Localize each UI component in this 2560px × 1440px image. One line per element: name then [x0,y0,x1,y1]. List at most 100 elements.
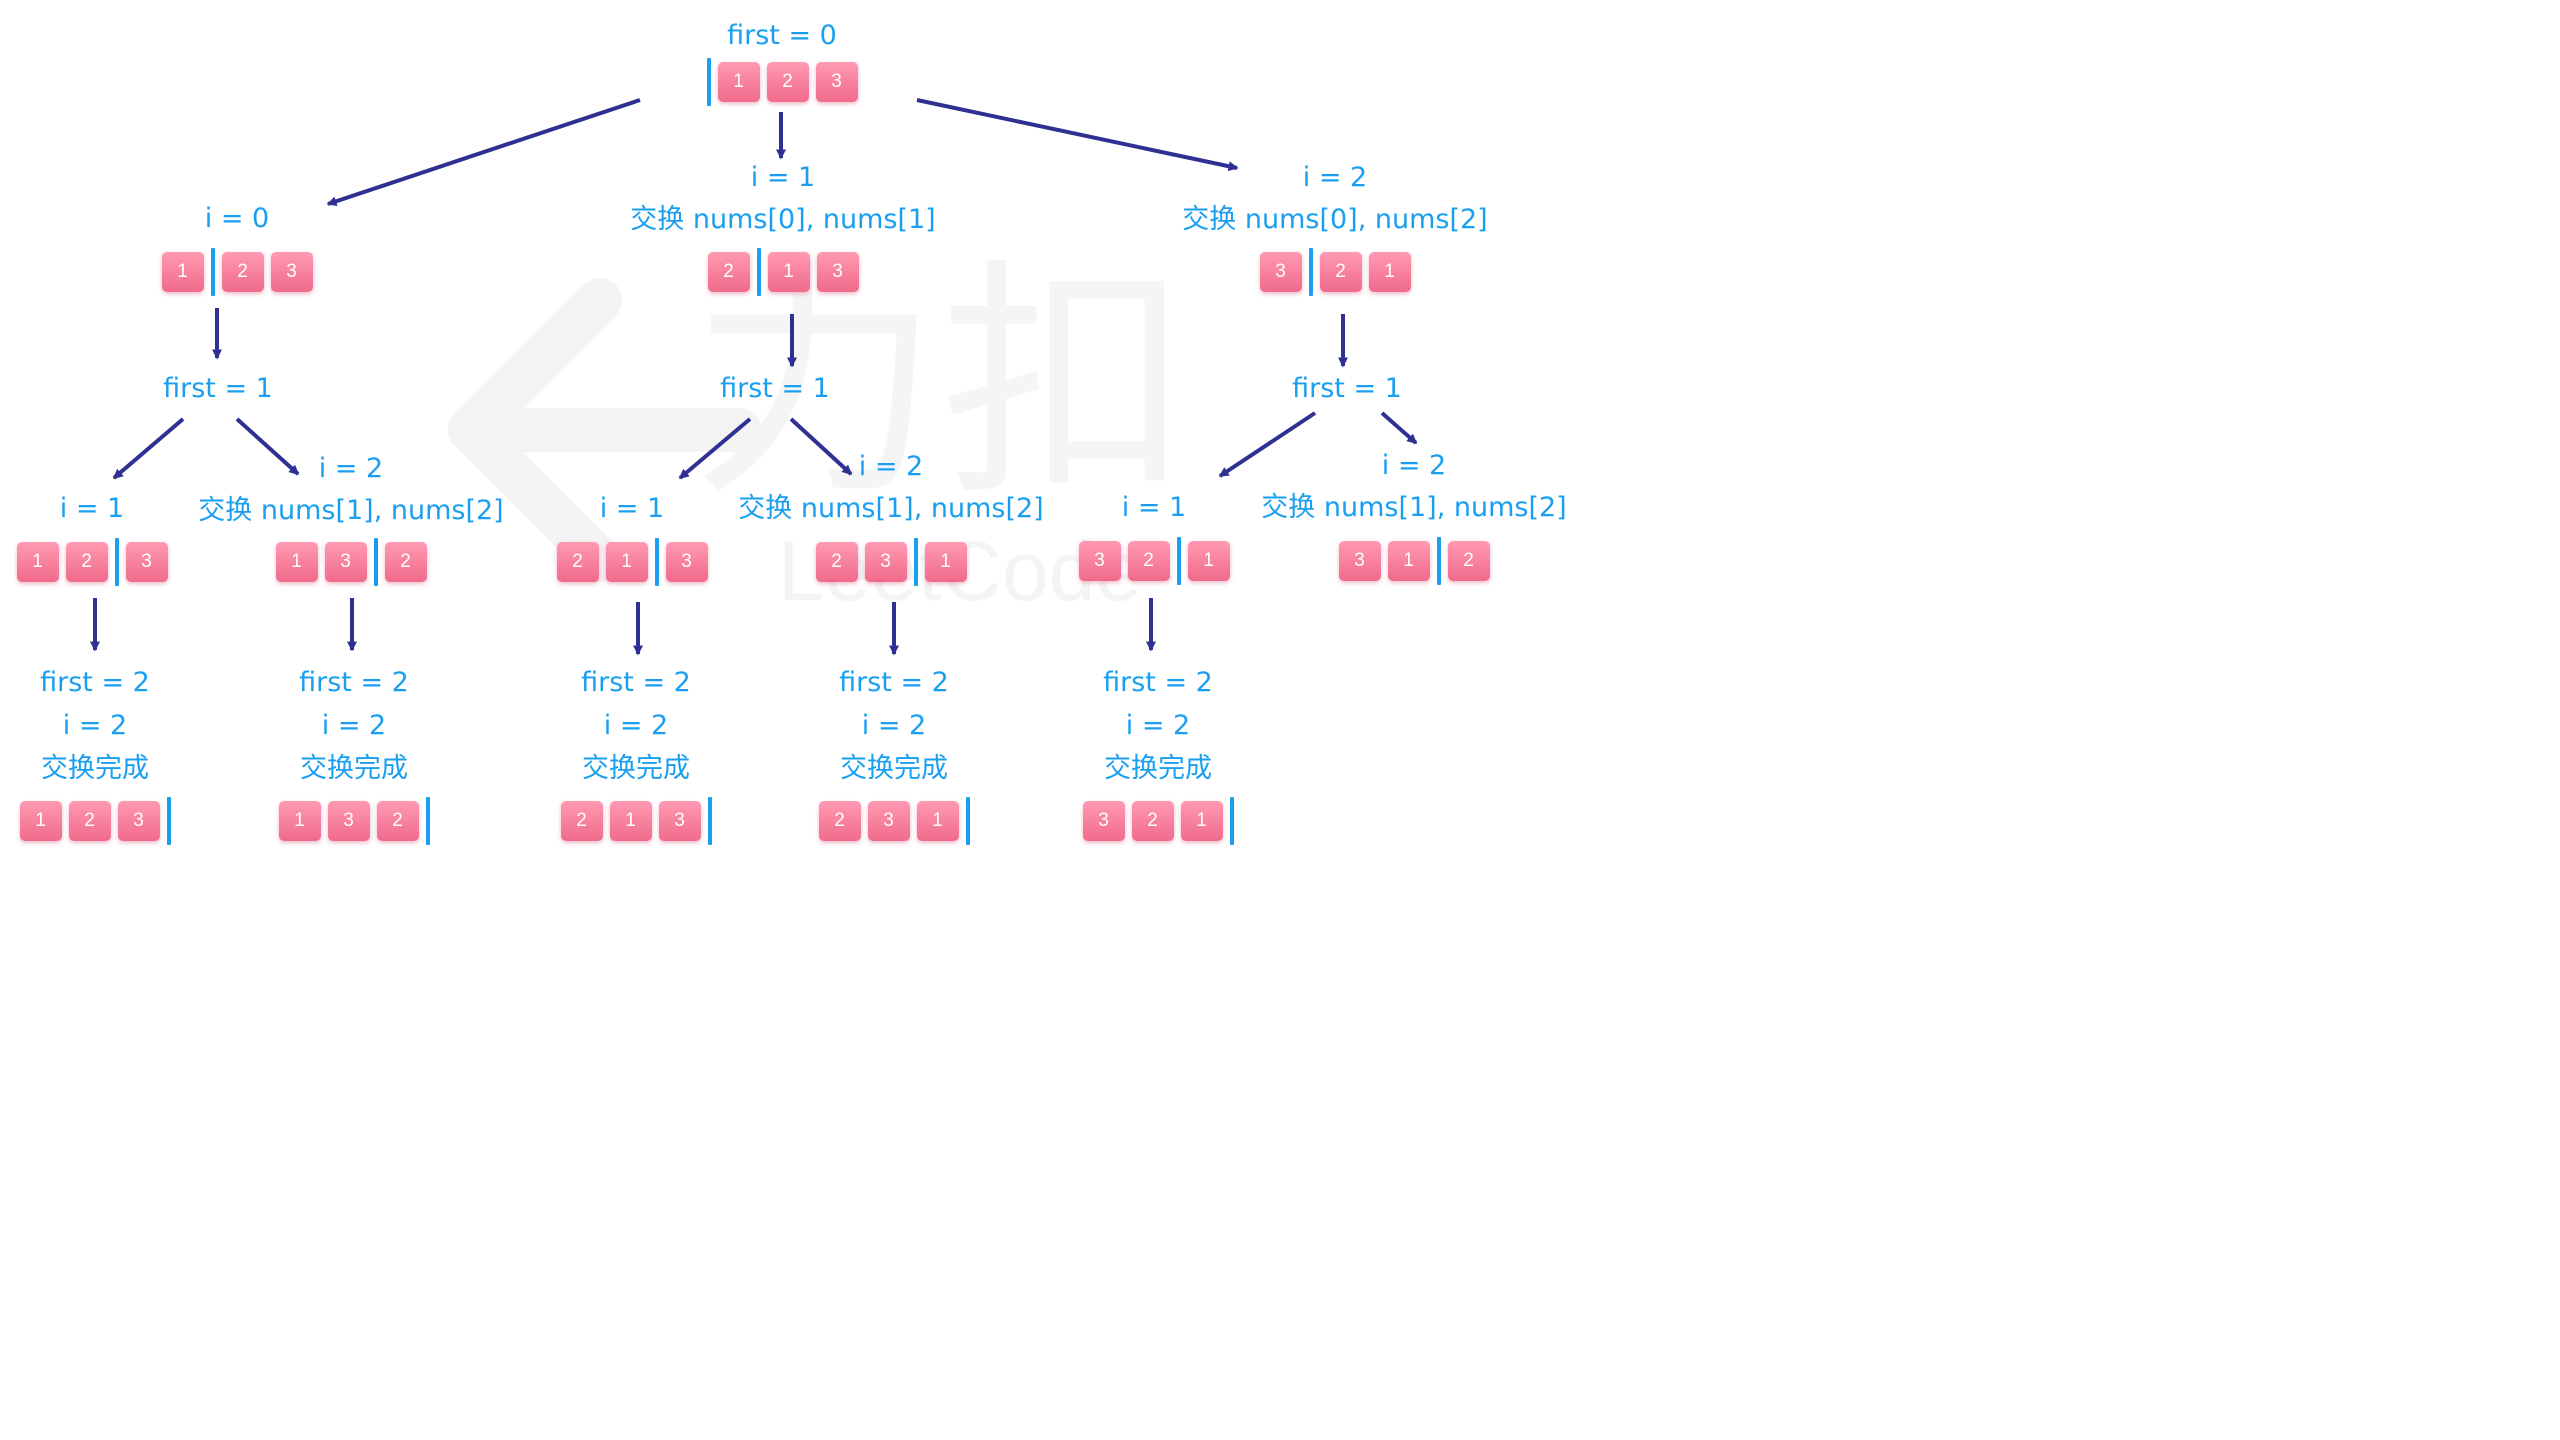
array-cell: 1 [16,542,59,582]
first-pointer-bar [114,538,119,586]
array-cell: 3 [270,252,313,292]
first-pointer-bar [1436,537,1441,585]
array-cell: 1 [924,542,967,582]
c-i1-label-0: i = 1 [1121,492,1187,523]
a-i2-label-0: i = 2 [318,453,384,484]
leaf-4-label-1: i = 2 [861,710,927,741]
array-cell: 3 [867,801,910,841]
leaf-5-label-0: first = 2 [1103,667,1213,698]
array-cell: 1 [275,542,318,582]
first-pointer-bar [210,248,215,296]
first-pointer-bar [166,797,171,845]
n-i1-label-0: i = 1 [750,162,816,193]
leaf-3-label-0: first = 2 [581,667,691,698]
n-i1-label-1: 交换 nums[0], nums[1] [630,204,936,235]
array-cell: 3 [1259,252,1302,292]
edge-root-to-n-i2 [916,98,1239,172]
array-cell: 3 [1338,541,1381,581]
f1-c-label-0: first = 1 [1292,373,1402,404]
array-cell: 2 [815,542,858,582]
n-i2-label-0: i = 2 [1302,162,1368,193]
first-pointer-bar [425,797,430,845]
array-cell: 3 [125,542,168,582]
leaf-2-label-1: i = 2 [321,710,387,741]
edge-f1-a-to-a-i2 [235,417,300,476]
array-cell: 2 [766,62,809,102]
array-cell: 2 [65,542,108,582]
array-cell: 1 [1387,541,1430,581]
root-label-0: first = 0 [727,20,837,51]
leaf-1-label-1: i = 2 [62,710,128,741]
tree-edges [90,98,1418,656]
edge-f1-c-to-c-i2 [1380,411,1418,445]
array-cell: 1 [1368,252,1411,292]
leaf-5-label-1: i = 2 [1125,710,1191,741]
array-cell: 3 [1078,541,1121,581]
edge-f1-b-to-b-i2 [789,417,853,476]
array-cell: 2 [376,801,419,841]
array-cell: 2 [384,542,427,582]
a-i1-label-0: i = 1 [59,493,125,524]
array-cell: 2 [707,252,750,292]
array-cell: 3 [665,542,708,582]
array-cell: 2 [68,801,111,841]
a-i2-label-1: 交换 nums[1], nums[2] [198,495,504,526]
c-i2-label-0: i = 2 [1381,450,1447,481]
leaf-3-label-2: 交换完成 [582,753,690,784]
array-cell: 3 [864,542,907,582]
first-pointer-bar [756,248,761,296]
array-cell: 3 [324,542,367,582]
first-pointer-bar [965,797,970,845]
array-cell: 3 [815,62,858,102]
leaf-4-label-0: first = 2 [839,667,949,698]
leaf-2-label-0: first = 2 [299,667,409,698]
b-i2-label-1: 交换 nums[1], nums[2] [738,493,1044,524]
f1-a-label-0: first = 1 [163,373,273,404]
array-cell: 3 [816,252,859,292]
array-cell: 2 [1319,252,1362,292]
array-cell: 3 [1082,801,1125,841]
array-cell: 3 [117,801,160,841]
array-cell: 2 [1131,801,1174,841]
array-cell: 3 [658,801,701,841]
first-pointer-bar [1308,248,1313,296]
f1-b-label-0: first = 1 [720,373,830,404]
first-pointer-bar [1176,537,1181,585]
array-cell: 2 [560,801,603,841]
first-pointer-bar [373,538,378,586]
leaf-3-label-1: i = 2 [603,710,669,741]
leaf-1-label-2: 交换完成 [41,753,149,784]
b-i2-label-0: i = 2 [858,451,924,482]
first-pointer-bar [913,538,918,586]
edge-f1-a-to-a-i1 [112,417,185,480]
first-pointer-bar [1229,797,1234,845]
edge-f1-b-to-b-i1 [678,417,752,480]
b-i1-label-0: i = 1 [599,493,665,524]
array-cell: 1 [609,801,652,841]
n-i2-label-1: 交换 nums[0], nums[2] [1182,204,1488,235]
edge-root-to-n-i0 [326,98,641,207]
array-cell: 1 [1180,801,1223,841]
first-pointer-bar [706,58,711,106]
array-cell: 1 [717,62,760,102]
leaf-2-label-2: 交换完成 [300,753,408,784]
first-pointer-bar [707,797,712,845]
leaf-1-label-0: first = 2 [40,667,150,698]
array-cell: 1 [278,801,321,841]
n-i0-label-0: i = 0 [204,203,270,234]
leaf-4-label-2: 交换完成 [840,753,948,784]
first-pointer-bar [654,538,659,586]
